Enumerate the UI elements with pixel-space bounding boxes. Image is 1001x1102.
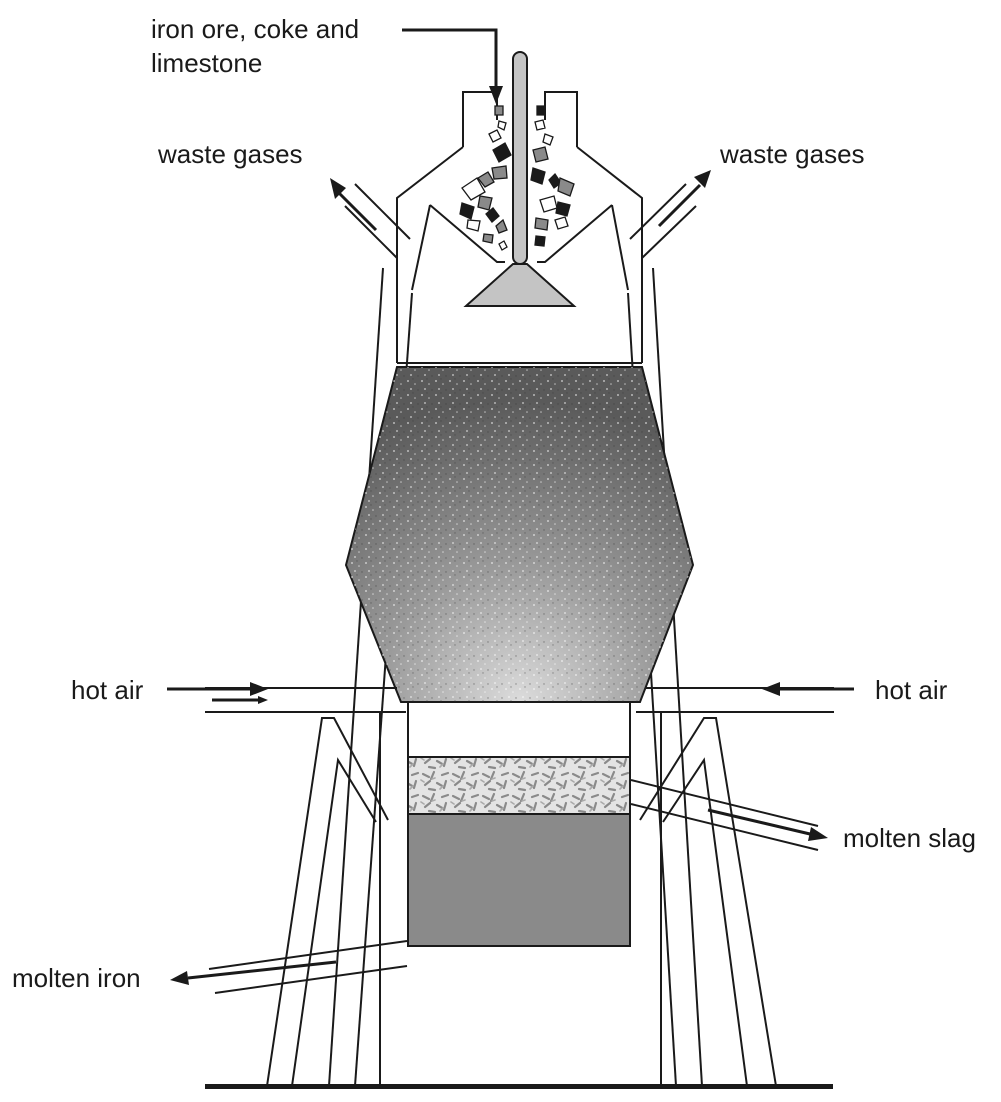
waste-gas-pipes <box>344 183 697 259</box>
molten-iron-arrow <box>170 960 337 985</box>
hopper-structure <box>396 91 643 364</box>
label-hot-air-right: hot air <box>875 675 948 705</box>
charge-pieces <box>459 105 575 251</box>
label-waste-gases-right: waste gases <box>719 139 865 169</box>
waste-gas-arrow-left <box>330 178 378 232</box>
waste-gas-arrow-right <box>657 170 711 228</box>
label-feed-line2: limestone <box>151 48 262 78</box>
hot-air-arrow-left <box>167 682 268 704</box>
iron-outlet-pipe <box>208 940 408 994</box>
bell-and-rod <box>463 51 577 307</box>
molten-iron-layer <box>407 813 631 947</box>
label-molten-slag: molten slag <box>843 823 976 853</box>
label-waste-gases-left: waste gases <box>157 139 303 169</box>
label-feed-line1: iron ore, coke and <box>151 14 359 44</box>
feed-arrow <box>402 28 503 104</box>
molten-slag-arrow <box>707 808 828 841</box>
hot-air-arrow-right <box>762 682 854 696</box>
ground-line <box>205 1084 833 1089</box>
furnace-shaft-charge <box>344 366 695 703</box>
hearth-walls <box>379 713 662 1086</box>
label-hot-air-left: hot air <box>71 675 144 705</box>
label-molten-iron: molten iron <box>12 963 141 993</box>
slag-outlet-pipe <box>630 779 819 851</box>
molten-slag-layer <box>407 756 631 815</box>
